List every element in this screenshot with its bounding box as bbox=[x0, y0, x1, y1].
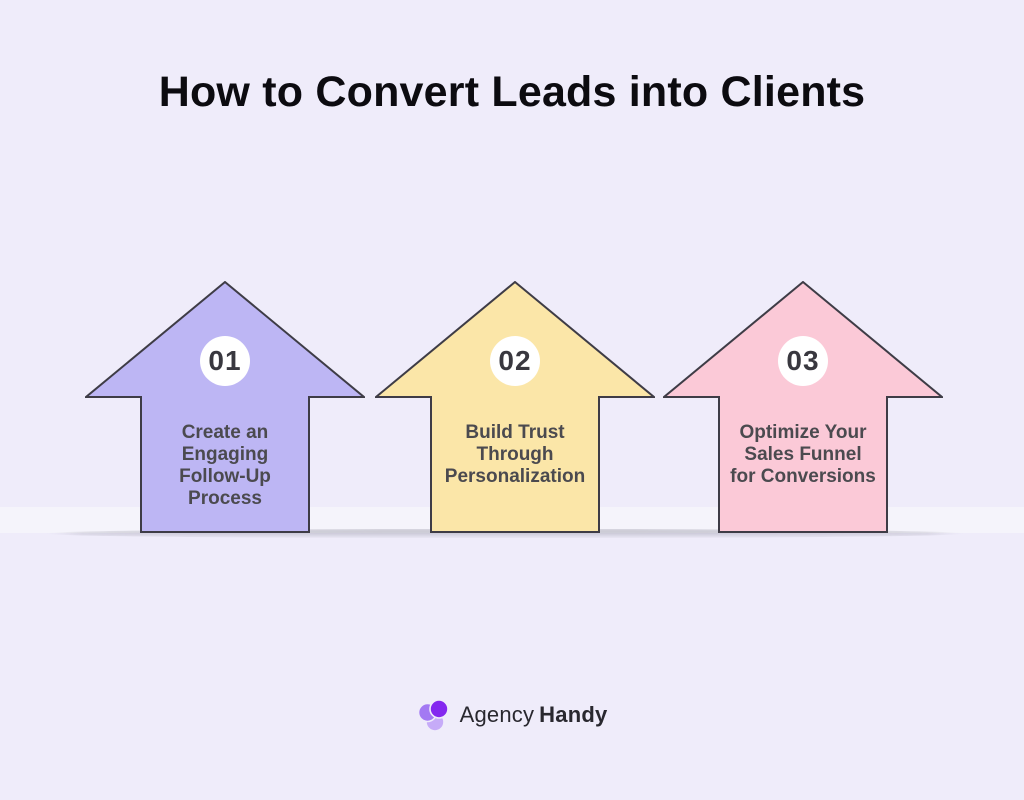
brand-name-agency: Agency bbox=[459, 702, 535, 727]
step-label-1: Create an Engaging Follow-Up Process bbox=[179, 422, 271, 509]
arrow-up-shape-1 bbox=[85, 281, 365, 533]
agency-handy-logo-icon bbox=[417, 699, 449, 732]
step-2: 02 Build Trust Through Personalization bbox=[375, 281, 655, 533]
ground-shadow bbox=[45, 529, 965, 538]
step-label-3: Optimize Your Sales Funnel for Conversio… bbox=[730, 422, 876, 487]
arrow-up-polygon bbox=[375, 281, 655, 533]
arrow-up-shape-2 bbox=[375, 281, 655, 533]
step-number-badge-1: 01 bbox=[200, 336, 250, 386]
arrow-up-polygon bbox=[663, 281, 943, 533]
brand-name-handy: Handy bbox=[539, 702, 608, 727]
step-number-badge-2: 02 bbox=[490, 336, 540, 386]
step-1: 01 Create an Engaging Follow-Up Process bbox=[85, 281, 365, 533]
page-title: How to Convert Leads into Clients bbox=[158, 68, 866, 116]
step-label-2: Build Trust Through Personalization bbox=[444, 422, 586, 487]
logo-swirl-dark bbox=[428, 699, 449, 719]
step-number-badge-3: 03 bbox=[778, 336, 828, 386]
step-3: 03 Optimize Your Sales Funnel for Conver… bbox=[663, 281, 943, 533]
arrow-up-shape-3 bbox=[663, 281, 943, 533]
arrow-up-polygon bbox=[85, 281, 365, 533]
